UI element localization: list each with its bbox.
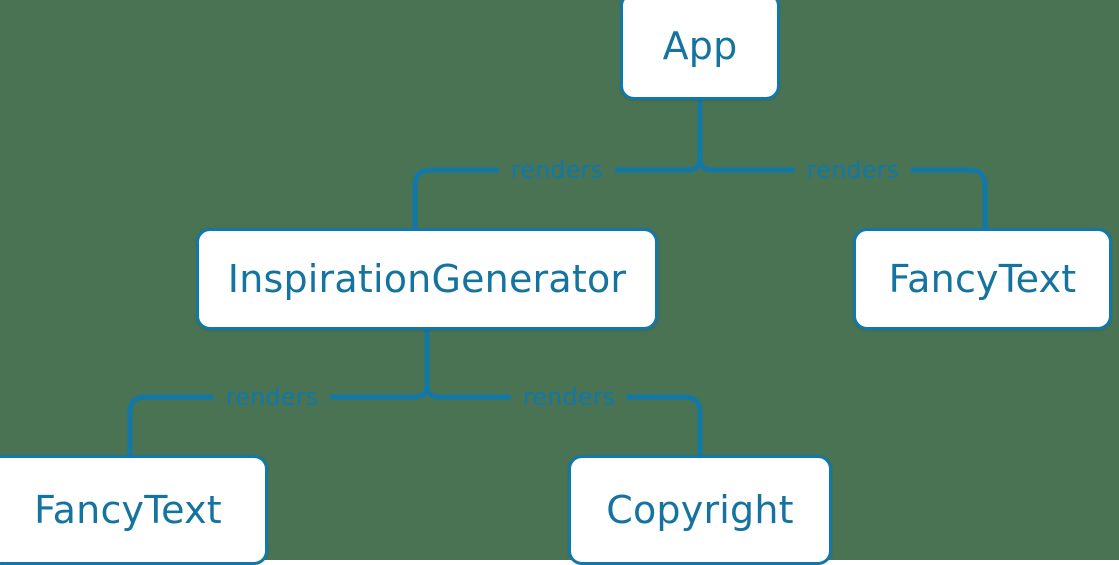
edge-label-inspirationgenerator-to-fancytext-bottom: renders (213, 383, 331, 411)
edge-label-app-to-inspirationgenerator: renders (498, 156, 616, 184)
node-app[interactable]: App (620, 0, 780, 100)
edge-label-app-to-fancytext-right: renders (794, 156, 912, 184)
edge-app-to-fancytext-right (697, 157, 988, 228)
node-inspirationgenerator[interactable]: InspirationGenerator (196, 228, 658, 330)
node-fancytext-bottom[interactable]: FancyText (0, 455, 268, 565)
edge-inspirationgenerator-to-copyright (424, 384, 703, 455)
edge-label-inspirationgenerator-to-copyright: renders (510, 383, 628, 411)
node-fancytext-right[interactable]: FancyText (853, 228, 1112, 330)
node-copyright[interactable]: Copyright (568, 455, 832, 565)
